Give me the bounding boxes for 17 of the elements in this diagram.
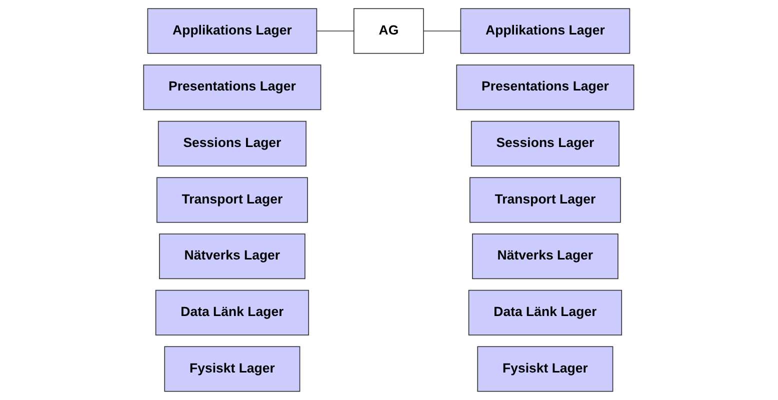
node-box: Sessions Lager <box>158 120 307 166</box>
node-box: Applikations Lager <box>460 8 630 54</box>
node-box: Nätverks Lager <box>159 234 306 280</box>
connector <box>316 30 355 32</box>
node-box: Fysiskt Lager <box>164 346 300 392</box>
node-box: Presentations Lager <box>144 64 322 110</box>
node-box: Data Länk Lager <box>468 290 622 336</box>
node-box: Transport Lager <box>156 177 308 223</box>
node-box: Sessions Lager <box>471 120 620 166</box>
node-box: Presentations Lager <box>456 64 634 110</box>
node-box: Nätverks Lager <box>472 234 619 280</box>
node-box: Transport Lager <box>470 177 622 223</box>
node-box: Data Länk Lager <box>156 290 310 336</box>
node-box: Applikations Lager <box>148 8 318 54</box>
node-box: Fysiskt Lager <box>478 346 614 392</box>
node-box: AG <box>354 8 424 54</box>
connector <box>423 30 462 32</box>
